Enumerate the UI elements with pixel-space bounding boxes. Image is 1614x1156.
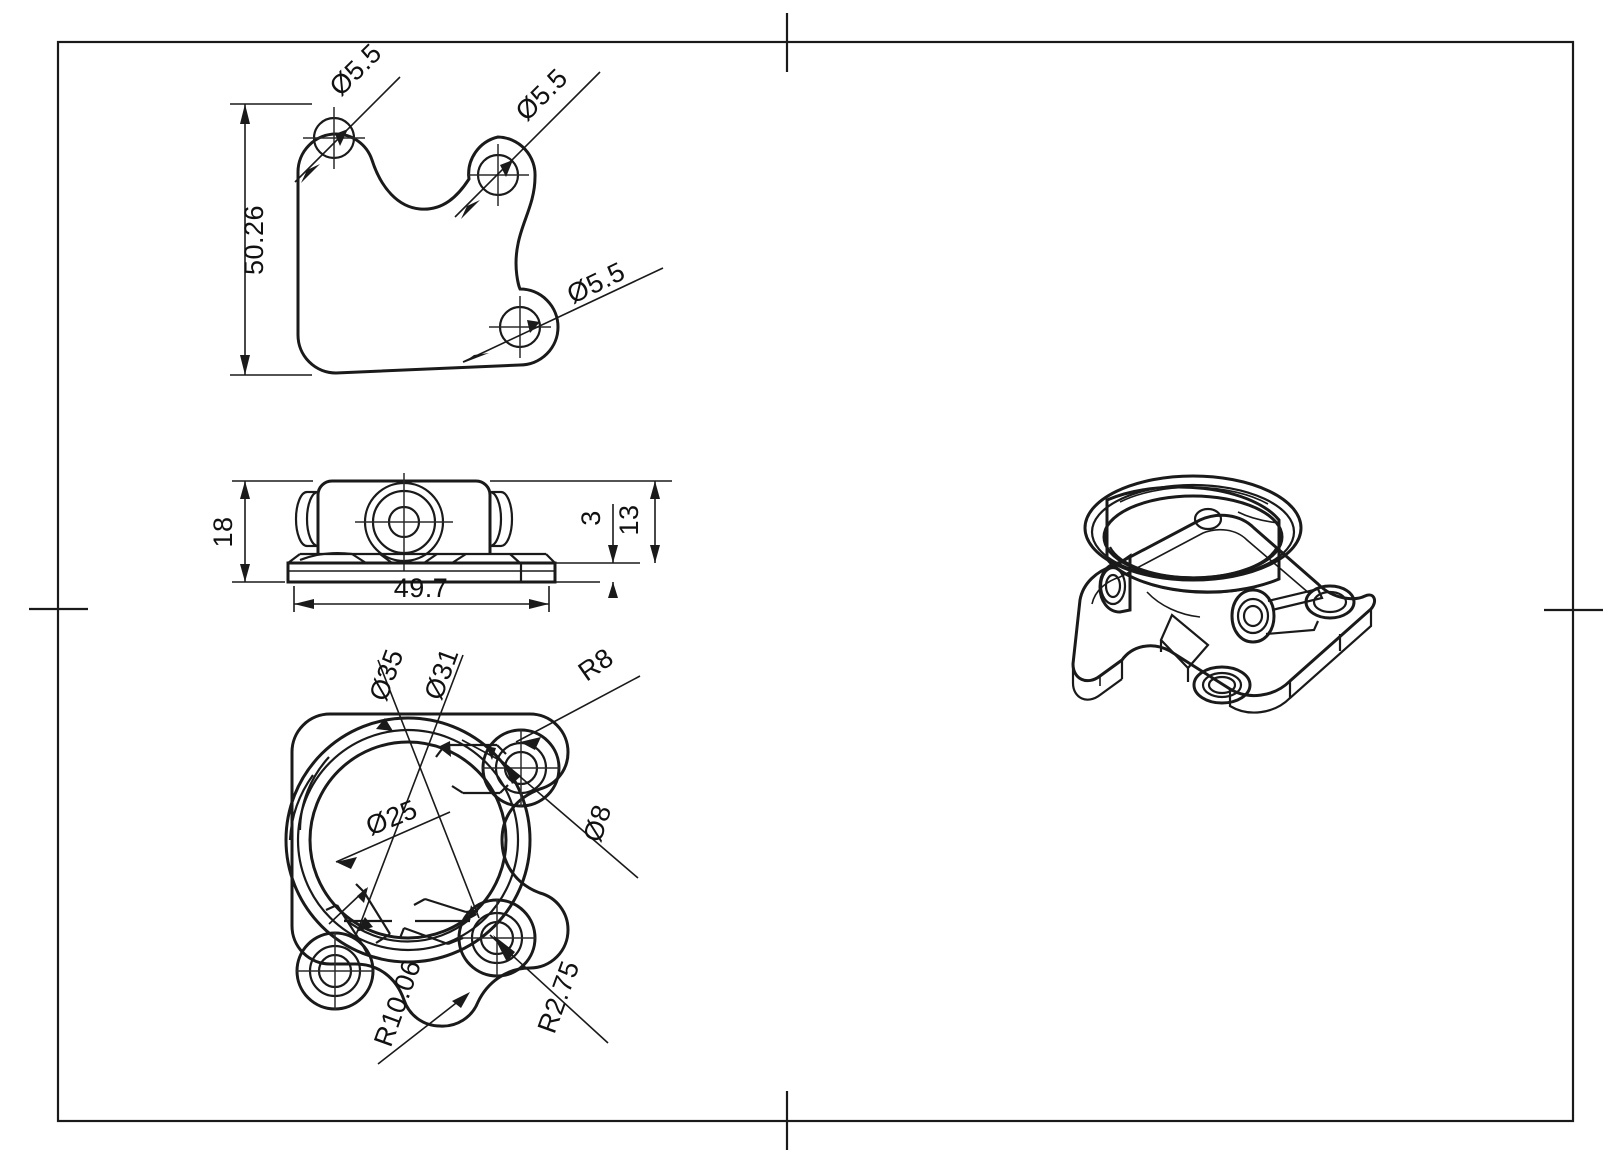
bottom-view-lug-upper-right bbox=[435, 728, 561, 808]
dim-d35-text: Ø35 bbox=[363, 645, 409, 705]
dim-d31-text: Ø31 bbox=[418, 644, 464, 704]
dim-leader-r1006 bbox=[328, 887, 470, 1065]
bottom-view-boss-detail bbox=[288, 756, 471, 943]
dim-leader-r275 bbox=[489, 934, 609, 1044]
dim-d8-text: Ø8 bbox=[577, 801, 617, 845]
top-view: Ø5.5 Ø5.5 Ø5.5 50.26 bbox=[230, 38, 664, 376]
dim-leader-d55-top-right bbox=[454, 71, 601, 219]
front-view-bore-circles bbox=[355, 473, 453, 571]
iso-lug-right bbox=[1230, 584, 1356, 644]
bottom-view-lug-lower-right bbox=[398, 897, 537, 978]
dim-13 bbox=[490, 480, 672, 563]
iso-base-flange bbox=[1071, 513, 1377, 714]
dim-18 bbox=[232, 480, 313, 583]
dim-r275-text: R2.75 bbox=[532, 957, 586, 1037]
isometric-view bbox=[1071, 474, 1377, 714]
dim-13-text: 13 bbox=[614, 504, 644, 535]
dim-leader-r8 bbox=[515, 675, 641, 750]
dim-5026 bbox=[230, 103, 312, 376]
dim-18-text: 18 bbox=[208, 516, 238, 547]
dim-3-text: 3 bbox=[576, 510, 606, 526]
iso-lug-front bbox=[1159, 613, 1252, 705]
dim-3 bbox=[556, 504, 640, 598]
center-marks bbox=[29, 13, 1603, 1150]
bottom-view-lug-lower-left bbox=[295, 883, 391, 1011]
front-view: 18 49.7 3 13 bbox=[208, 473, 672, 612]
iso-lug-left bbox=[1098, 553, 1132, 614]
dim-497-text: 49.7 bbox=[394, 573, 449, 603]
dim-d55-top-left-text: Ø5.5 bbox=[324, 38, 388, 102]
iso-contour-lines bbox=[1114, 511, 1280, 618]
dim-leader-d31 bbox=[355, 654, 464, 936]
dim-497 bbox=[293, 586, 550, 612]
bottom-view: Ø35 Ø31 Ø25 R8 Ø8 bbox=[284, 642, 641, 1065]
dim-d55-bottom-text: Ø5.5 bbox=[562, 256, 630, 310]
dim-leader-d55-bottom bbox=[462, 267, 664, 363]
top-view-outline bbox=[296, 132, 560, 375]
dim-leader-d25 bbox=[335, 811, 451, 869]
dim-leader-d8 bbox=[461, 739, 639, 879]
dim-leader-d35 bbox=[376, 659, 480, 920]
iso-hub bbox=[1083, 474, 1303, 594]
top-view-hole-lower-right bbox=[489, 296, 551, 358]
bottom-view-boss-circles bbox=[284, 716, 532, 964]
dim-leader-d55-top-left bbox=[294, 76, 401, 183]
sheet-frame bbox=[56, 40, 1575, 1123]
front-view-base-plate bbox=[286, 552, 557, 584]
bottom-view-plate-outline bbox=[290, 712, 570, 1028]
dim-5026-text: 50.26 bbox=[239, 205, 269, 275]
dim-d25-text: Ø25 bbox=[362, 794, 422, 841]
dim-r8-text: R8 bbox=[573, 642, 619, 687]
top-view-hole-upper-left bbox=[303, 107, 365, 169]
dim-d55-top-right-text: Ø5.5 bbox=[510, 63, 574, 127]
